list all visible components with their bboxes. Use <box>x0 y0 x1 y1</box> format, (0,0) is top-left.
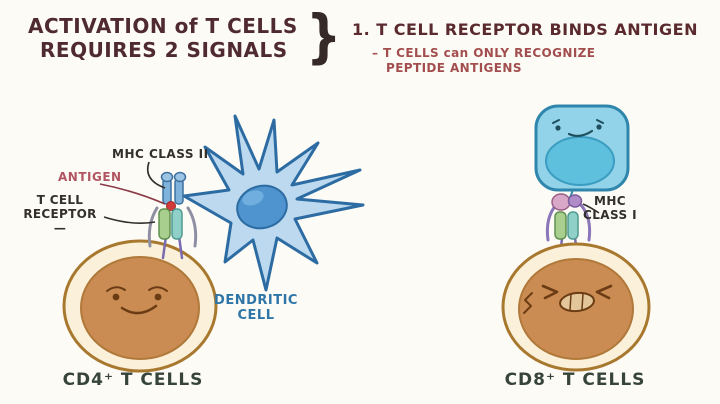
dendritic-cell-label: DENDRITIC CELL <box>206 293 306 323</box>
pointer-mhc2 <box>146 161 166 189</box>
antigen-label: ANTIGEN <box>58 170 122 184</box>
cd4-cell-body <box>62 239 218 373</box>
mhc-class1-label-line2: CLASS I <box>583 208 637 222</box>
t-cell-receptor-label-line2: RECEPTOR — <box>23 207 97 235</box>
pointer-antigen <box>99 183 166 205</box>
page-title-line1: ACTIVATION of T CELLS <box>28 14 298 38</box>
cd8-angry-face <box>523 284 613 314</box>
dendritic-cell-shape <box>182 114 365 292</box>
dendritic-nucleus <box>236 184 288 230</box>
target-cell-nucleus <box>545 136 615 186</box>
t-cell-receptor-label-line1: T CELL <box>36 193 84 207</box>
signal-1-note-line2: PEPTIDE ANTIGENS <box>386 61 522 75</box>
curly-brace: } <box>306 2 342 70</box>
target-cell-body <box>534 104 630 192</box>
mhc2-receptor-complex <box>147 171 198 260</box>
mhc1-receptor-complex <box>545 189 592 261</box>
signal-1-note-line1: – T CELLS can ONLY RECOGNIZE <box>372 46 596 60</box>
target-cell-face <box>552 119 604 138</box>
dendritic-cell-label-line2: CELL <box>237 308 275 323</box>
antigen-dot <box>166 201 176 211</box>
pointer-mhc1 <box>582 203 600 214</box>
mhc-class1-label-line1: MHC <box>594 194 626 208</box>
cd8-cell-name: CD8⁺ T CELLS <box>504 370 646 390</box>
mhc-class2-label: MHC CLASS II <box>112 147 209 161</box>
mhc-class1-label: MHC CLASS I <box>577 194 643 222</box>
cd4-happy-face <box>106 286 168 315</box>
signal-1-heading: 1. T CELL RECEPTOR BINDS ANTIGEN <box>352 20 698 39</box>
cd4-cell-name: CD4⁺ T CELLS <box>62 370 204 390</box>
pointer-tcr <box>103 216 156 224</box>
dendritic-cell-label-line1: DENDRITIC <box>214 293 298 308</box>
t-cell-receptor-label: T CELL RECEPTOR — <box>16 193 104 235</box>
page-title-line2: REQUIRES 2 SIGNALS <box>40 38 288 62</box>
